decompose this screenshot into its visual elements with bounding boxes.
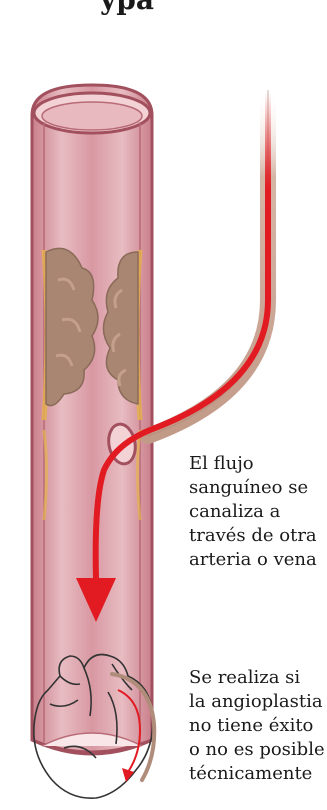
caption-line: o no es posible: [189, 738, 325, 762]
caption-line: canaliza a: [189, 500, 317, 524]
caption-line: técnicamente: [189, 762, 325, 786]
caption-line: no tiene éxito: [189, 714, 325, 738]
caption-line: arteria o vena: [189, 548, 317, 572]
caption-line: El flujo: [189, 452, 317, 476]
blood-flow-caption: El flujo sanguíneo se canaliza a través …: [189, 452, 317, 572]
caption-line: Se realiza si: [189, 666, 325, 690]
surgery-condition-caption: Se realiza si la angioplastia no tiene é…: [189, 666, 325, 786]
caption-line: través de otra: [189, 524, 317, 548]
caption-line: la angioplastia: [189, 690, 325, 714]
artery-with-plaque-illustration: [32, 85, 152, 754]
caption-line: sanguíneo se: [189, 476, 317, 500]
